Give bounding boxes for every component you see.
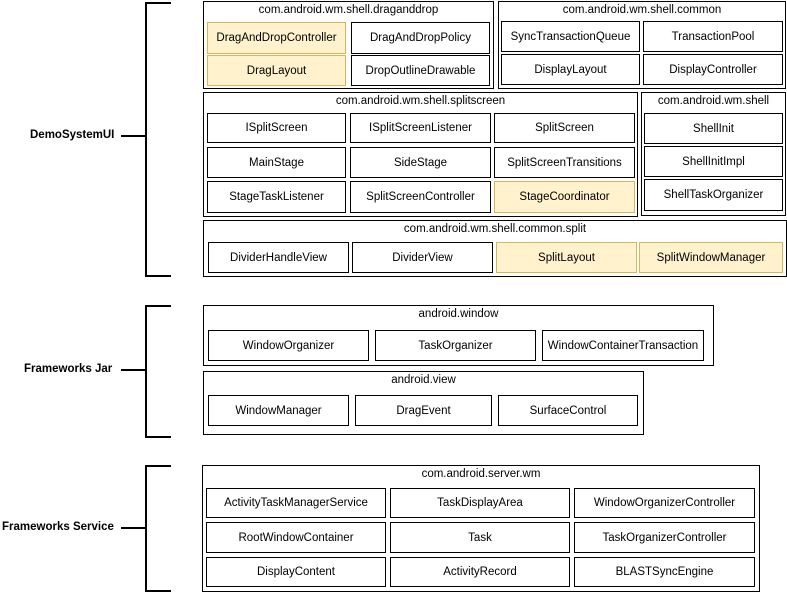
class-box: BLASTSyncEngine: [574, 557, 755, 587]
class-box: Task: [390, 522, 570, 553]
class-box: DropOutlineDrawable: [351, 55, 490, 86]
class-box: WindowOrganizerController: [574, 488, 755, 518]
class-box: SplitScreen: [494, 113, 635, 143]
layer-label-frameworks-service: Frameworks Service: [2, 521, 114, 533]
layer-label-frameworks-jar: Frameworks Jar: [24, 363, 113, 375]
bracket-frameworks-service: [145, 465, 171, 592]
package-title: com.android.wm.shell.draganddrop: [258, 4, 439, 16]
bracket-tick-frameworks-jar: [121, 369, 145, 371]
class-box: ShellInit: [644, 113, 783, 144]
class-box: ShellInitImpl: [644, 146, 783, 177]
class-box: SideStage: [350, 147, 491, 178]
class-box: StageCoordinator: [494, 181, 635, 213]
bracket-tick-frameworks-service: [121, 527, 145, 529]
class-box: SyncTransactionQueue: [501, 21, 640, 52]
class-box: DisplayContent: [206, 557, 386, 587]
package-title: com.android.server.wm: [421, 468, 541, 480]
bracket-tick-demosystemui: [121, 135, 145, 137]
class-box: TaskDisplayArea: [390, 488, 570, 518]
class-box: RootWindowContainer: [206, 522, 386, 553]
class-box: DividerHandleView: [208, 242, 349, 273]
class-box: TaskOrganizer: [375, 330, 536, 361]
class-box: DragEvent: [355, 395, 492, 426]
bracket-demosystemui: [145, 2, 171, 277]
class-box: ISplitScreen: [207, 113, 346, 143]
class-box: TransactionPool: [643, 21, 783, 52]
class-box: ISplitScreenListener: [350, 113, 491, 143]
package-title: com.android.wm.shell: [657, 95, 770, 107]
class-box: DisplayLayout: [501, 54, 640, 85]
package-title: com.android.wm.shell.common: [562, 4, 722, 16]
class-box: SplitWindowManager: [639, 242, 783, 273]
package-title: com.android.wm.shell.splitscreen: [335, 95, 506, 107]
layer-label-demosystemui: DemoSystemUI: [30, 129, 115, 141]
class-box: DragLayout: [207, 55, 346, 86]
bracket-frameworks-jar: [145, 305, 171, 438]
class-box: WindowManager: [208, 395, 349, 426]
class-box: ShellTaskOrganizer: [644, 179, 783, 211]
class-box: MainStage: [207, 147, 346, 178]
class-box: WindowContainerTransaction: [542, 330, 704, 361]
package-title: android.view: [391, 374, 456, 386]
class-box: ActivityRecord: [390, 557, 570, 587]
class-box: DisplayController: [643, 54, 783, 85]
class-box: DragAndDropController: [207, 22, 346, 54]
class-box: SurfaceControl: [498, 395, 638, 426]
class-box: DividerView: [352, 242, 493, 273]
class-box: ActivityTaskManagerService: [206, 488, 386, 518]
class-box: SplitScreenController: [350, 181, 491, 213]
class-box: StageTaskListener: [207, 181, 346, 213]
class-box: WindowOrganizer: [208, 330, 369, 361]
class-box: SplitLayout: [496, 242, 637, 273]
class-box: TaskOrganizerController: [574, 522, 755, 553]
package-title: com.android.wm.shell.common.split: [403, 223, 587, 235]
class-box: DragAndDropPolicy: [351, 22, 490, 54]
class-box: SplitScreenTransitions: [494, 147, 635, 178]
package-title: android.window: [418, 308, 499, 320]
